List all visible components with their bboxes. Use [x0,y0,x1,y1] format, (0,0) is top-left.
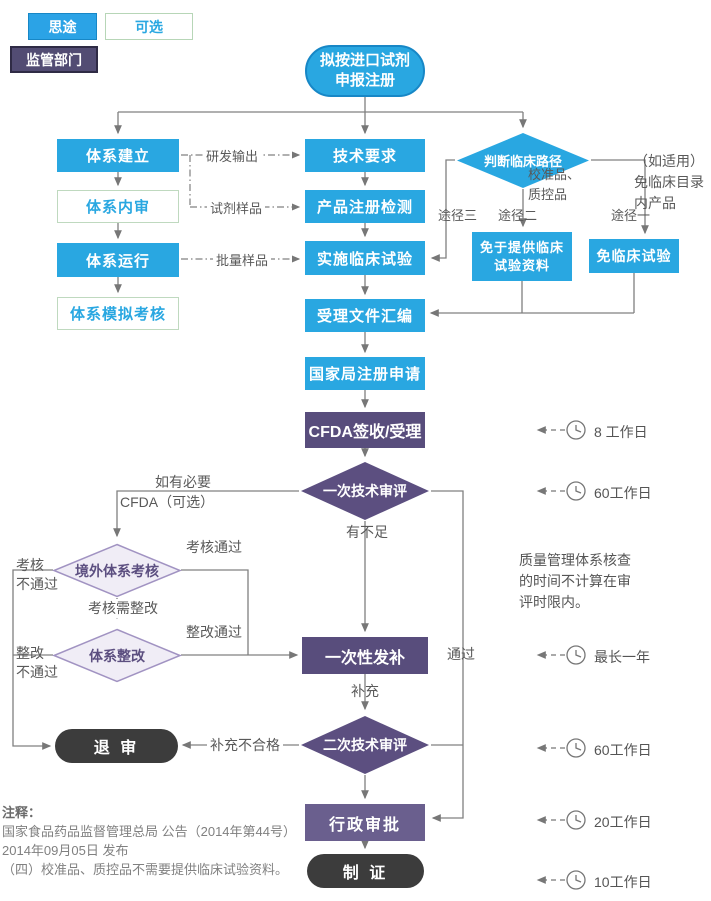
node-clinical-trial: 实施临床试验 [305,241,425,275]
label-audit-fail: 考核 不通过 [16,557,58,592]
label-reagent-sample: 试剂样品 [207,199,266,218]
node-internal-audit: 体系内审 [57,190,179,223]
node-system-build: 体系建立 [57,139,179,172]
node-first-technical-review-label: 一次技术审评 [323,483,407,499]
node-start-line2: 申报注册 [334,72,395,89]
node-exempt-clinical-trial-label: 免临床试验 [596,248,672,264]
node-system-rectification: 体系整改 [52,628,182,683]
node-start: 拟按进口试剂 申报注册 [305,45,425,97]
node-internal-audit-label: 体系内审 [85,199,150,216]
node-system-build-label: 体系建立 [85,148,150,165]
node-overseas-system-audit: 境外体系考核 [52,543,182,598]
node-mock-assessment-label: 体系模拟考核 [69,306,166,323]
node-dossier-compile-label: 受理文件汇编 [316,308,413,325]
node-national-application-label: 国家局注册申请 [308,366,421,383]
label-audit-needs-rectify: 考核需整改 [85,599,161,618]
node-national-application: 国家局注册申请 [305,357,425,390]
timer-60-workdays-1: 60工作日 [594,485,652,501]
node-admin-approval-label: 行政审批 [328,816,401,834]
node-cfda-acceptance: CFDA签收/受理 [305,412,425,448]
node-mock-assessment: 体系模拟考核 [57,297,179,330]
label-if-applicable-exempt-catalog: （如适用） 免临床目录 内产品 [634,153,704,211]
node-certificate-label: 制 证 [342,865,389,882]
node-tech-requirements: 技术要求 [305,139,425,172]
label-audit-pass: 考核通过 [186,539,242,555]
footnote-line3: （四）校准品、质控品不需要提供临床试验资料。 [2,862,289,877]
node-certificate: 制 证 [307,854,424,888]
node-supplement-request-label: 一次性发补 [324,649,405,667]
label-calibrator-qc: 校准品、 质控品 [528,167,581,202]
legend-situ: 思途 [28,13,97,40]
timer-20-workdays: 20工作日 [594,814,652,830]
label-cfda-optional: CFDA（可选） [120,494,215,510]
node-tech-requirements-label: 技术要求 [332,148,397,165]
timer-8-workdays: 8 工作日 [594,424,648,440]
label-path1: 途径一 [611,208,651,223]
node-registration-test-label: 产品注册检测 [316,199,413,216]
node-admin-approval: 行政审批 [305,804,425,841]
node-clinical-path-decision-label: 判断临床路径 [483,154,562,169]
label-rectify-fail: 整改 不通过 [16,645,58,680]
footnote-line2: 2014年09月05日 发布 [2,843,129,858]
label-supplement-unqualified: 补充不合格 [207,736,283,755]
label-path2: 途径二 [498,208,538,223]
clock-icon [566,420,586,890]
node-system-run-label: 体系运行 [85,252,150,270]
label-rd-output: 研发输出 [203,147,262,166]
node-dossier-compile: 受理文件汇编 [305,299,425,332]
label-path3: 途径三 [438,208,478,223]
timer-60-workdays-2: 60工作日 [594,742,652,758]
node-reject-label: 退 审 [93,740,140,757]
node-exempt-clinical-data-label: 免于提供临床 试验资料 [479,239,564,273]
node-second-technical-review-label: 二次技术审评 [323,737,407,753]
node-system-rectification-label: 体系整改 [89,647,145,664]
label-supplement: 补充 [351,683,379,699]
node-cfda-acceptance-label: CFDA签收/受理 [308,424,422,441]
legend-regulator: 监管部门 [10,46,98,73]
legend-situ-label: 思途 [48,18,77,35]
legend-optional-label: 可选 [135,18,163,35]
node-start-line1: 拟按进口试剂 [319,52,410,69]
node-clinical-path-decision: 判断临床路径 [455,132,591,189]
footnote-line1: 国家食品药品监督管理总局 公告（2014年第44号） [2,824,296,839]
timer-10-workdays: 10工作日 [594,874,652,890]
label-if-necessary: 如有必要 [155,474,211,490]
legend-optional: 可选 [105,13,193,40]
timer-max-one-year: 最长一年 [594,649,650,665]
label-deficient: 有不足 [346,524,388,540]
label-batch-sample: 批量样品 [213,251,272,270]
node-supplement-request: 一次性发补 [302,637,428,674]
node-first-technical-review: 一次技术审评 [299,461,431,521]
node-reject: 退 审 [55,729,178,763]
node-exempt-clinical-data: 免于提供临床 试验资料 [472,232,572,281]
node-exempt-clinical-trial: 免临床试验 [589,239,679,273]
node-overseas-system-audit-label: 境外体系考核 [75,562,159,579]
label-pass: 通过 [447,646,475,662]
footnote-title: 注释： [2,805,42,820]
label-rectify-pass: 整改通过 [186,624,242,640]
legend-regulator-label: 监管部门 [26,51,82,68]
node-clinical-trial-label: 实施临床试验 [316,250,413,268]
node-system-run: 体系运行 [57,243,179,277]
node-registration-test: 产品注册检测 [305,190,425,223]
footnote: 注释： 国家食品药品监督管理总局 公告（2014年第44号） 2014年09月0… [2,803,296,879]
side-note: 质量管理体系核查的时间不计算在审评时限内。 [519,552,631,610]
node-second-technical-review: 二次技术审评 [299,715,431,775]
